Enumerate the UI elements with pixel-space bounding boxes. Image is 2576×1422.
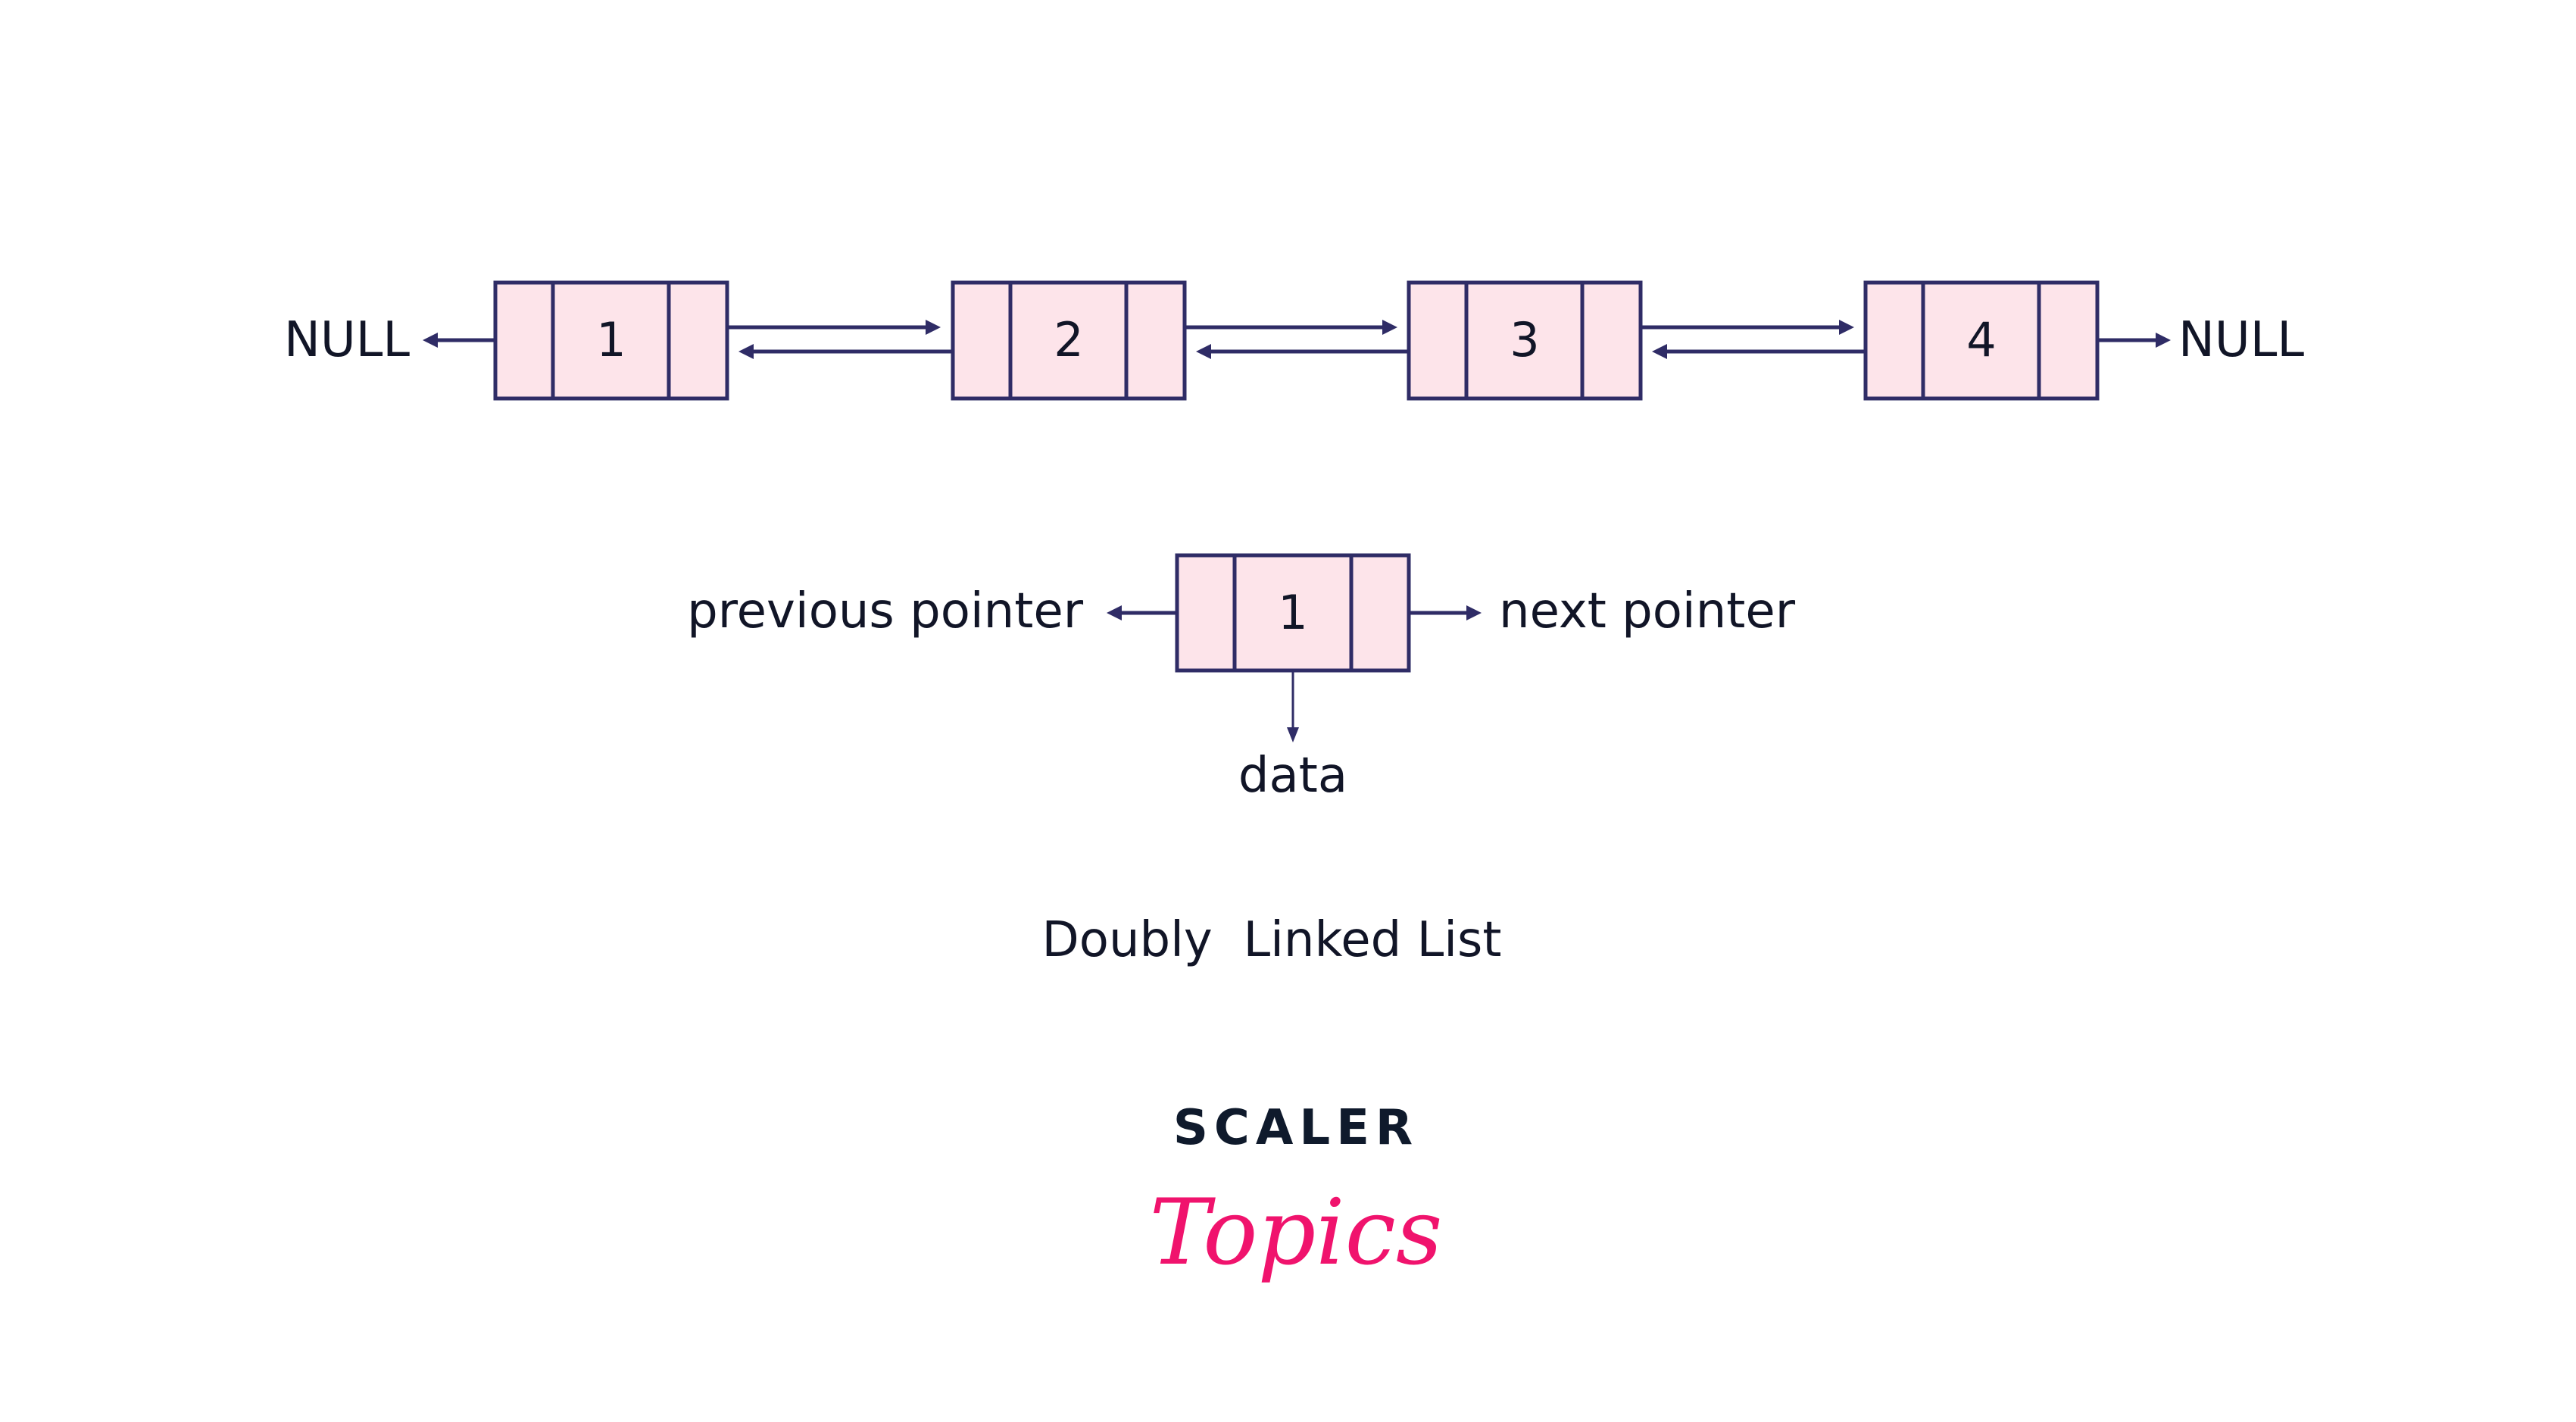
link-1-2 [727, 320, 953, 359]
node-2: 2 [951, 280, 1187, 401]
link-2-3 [1185, 320, 1409, 359]
null-right-label: NULL [2178, 312, 2304, 368]
link-3-4 [1641, 320, 1866, 359]
node-1: 1 [493, 280, 729, 401]
node-3: 3 [1407, 280, 1643, 401]
data-label: data [1238, 748, 1347, 804]
logo-scaler-text: SCALER [1173, 1100, 1419, 1156]
node-4: 4 [1863, 280, 2100, 401]
next-pointer-arrow [1409, 605, 1482, 620]
legend-node-value: 1 [1278, 585, 1307, 640]
node-value: 2 [1054, 312, 1083, 367]
previous-pointer-label: previous pointer [687, 583, 1084, 639]
legend-node: 1 [1175, 553, 1411, 673]
logo-topics-text: Topics [1150, 1180, 1443, 1286]
previous-pointer-arrow [1107, 605, 1177, 620]
node-value: 4 [1966, 312, 1996, 367]
null-left-arrow [423, 333, 495, 348]
node-value: 1 [596, 312, 626, 367]
null-left-label: NULL [284, 312, 410, 368]
scaler-topics-logo: SCALER Topics [1150, 1100, 1443, 1286]
null-right-arrow [2097, 333, 2171, 348]
next-pointer-label: next pointer [1499, 583, 1796, 639]
node-value: 3 [1510, 312, 1539, 367]
data-arrow [1287, 670, 1299, 742]
diagram-title: Doubly Linked List [1042, 912, 1502, 968]
